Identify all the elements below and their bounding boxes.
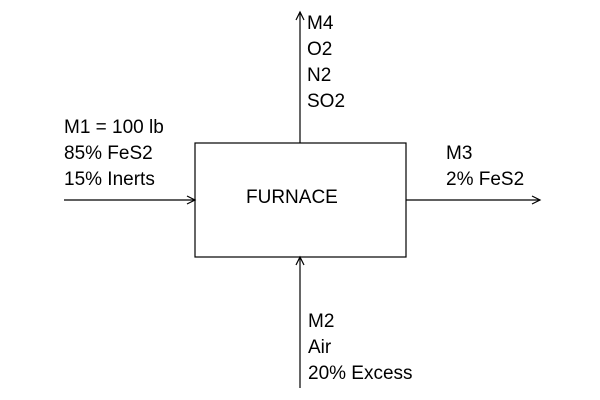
m3-arrow <box>406 195 542 205</box>
m2-arrow <box>295 255 305 388</box>
m2-label-excess: 20% Excess <box>308 363 413 384</box>
furnace-label: FURNACE <box>246 187 338 208</box>
m3-label-stream: M3 <box>446 143 473 164</box>
m4-label-so2: SO2 <box>307 91 346 112</box>
m4-label-n2: N2 <box>307 65 332 86</box>
m1-label-inerts: 15% Inerts <box>64 169 155 190</box>
m2-label-stream: M2 <box>308 311 335 332</box>
m1-label-mass: M1 = 100 lb <box>64 117 164 138</box>
m4-label-o2: O2 <box>307 39 333 60</box>
m4-arrow <box>295 10 305 143</box>
m3-label-fes2: 2% FeS2 <box>446 169 525 190</box>
m4-label-stream: M4 <box>307 13 334 34</box>
m1-label-fes2: 85% FeS2 <box>64 143 153 164</box>
m1-arrow <box>64 195 197 205</box>
m2-label-air: Air <box>308 337 332 358</box>
